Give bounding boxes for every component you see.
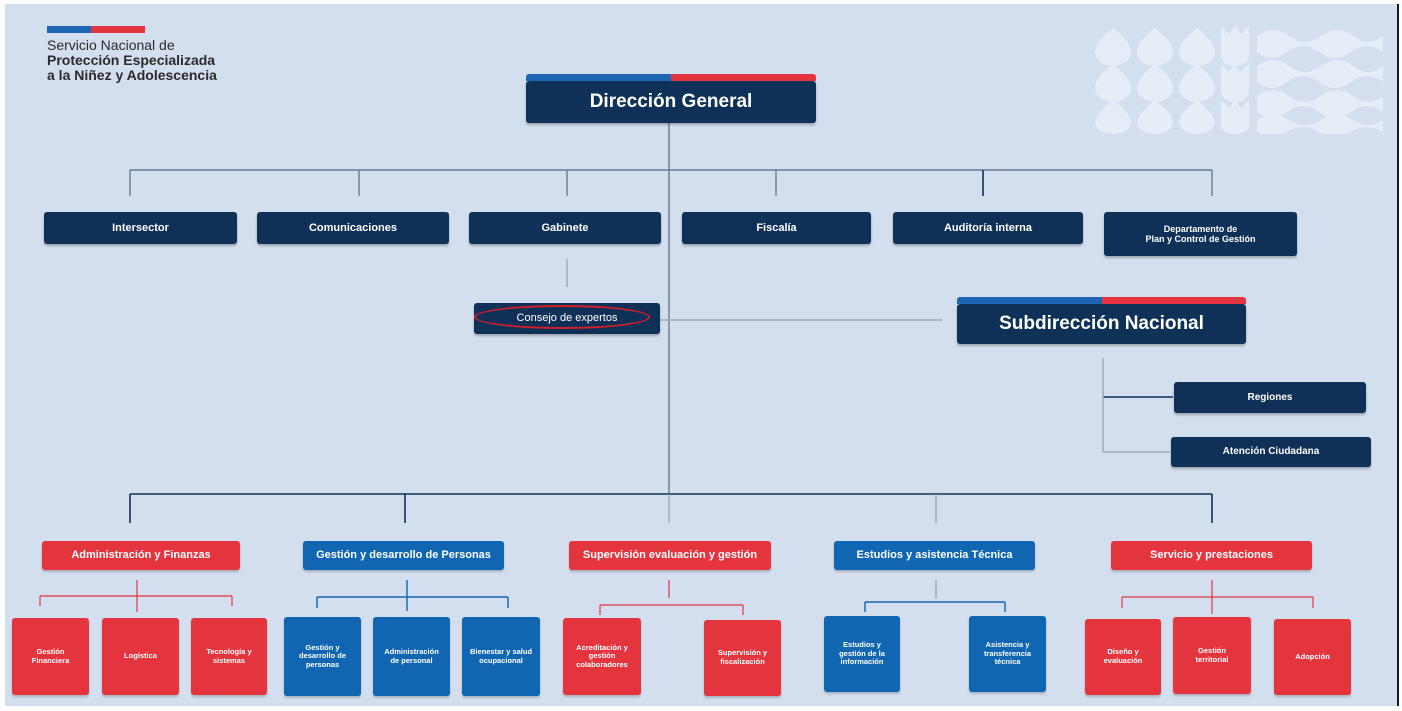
diseno-line-1: Diseño y [1107, 647, 1139, 657]
asistencia-line-2: transferencia [983, 648, 1032, 658]
adopcion-line-1: Adopción [1295, 651, 1330, 661]
estudios-line-2: gestión de la [839, 648, 885, 658]
box-adopcion[interactable]: Adopción [1274, 619, 1351, 695]
logo-line-1: Servicio Nacional de [47, 37, 175, 53]
box-gestion-personas[interactable]: Gestión y desarrollo de Personas [303, 541, 504, 570]
box-regiones[interactable]: Regiones [1174, 382, 1366, 413]
direccion-flag [526, 74, 816, 81]
box-administracion-personal[interactable]: Administración de personal [373, 617, 450, 696]
box-fiscalia[interactable]: Fiscalía [682, 212, 871, 244]
asistencia-line-3: técnica [994, 657, 1021, 667]
box-bienestar-salud[interactable]: Bienestar y salud ocupacional [462, 617, 540, 696]
logo-line-2: Protección Especializada [47, 52, 216, 68]
box-estudios-asistencia[interactable]: Estudios y asistencia Técnica [834, 541, 1035, 570]
logo-line-3: a la Niñez y Adolescencia [47, 67, 217, 83]
logistica-line-1: Logística [124, 651, 157, 661]
box-asistencia-transferencia[interactable]: Asistencia y transferencia técnica [969, 616, 1046, 692]
right-border [1397, 4, 1399, 706]
watermark-pattern-icon [1095, 26, 1383, 134]
gestion-financiera-line-1: Gestión [36, 646, 65, 656]
territorial-line-1: Gestión [1198, 645, 1226, 655]
plan-line-2: Plan y Control de Gestión [1145, 234, 1256, 244]
gdp-line-2: desarrollo de [298, 651, 347, 661]
gestion-financiera-line-2: Financiera [31, 655, 70, 665]
box-supervision-fiscalizacion[interactable]: Supervisión y fiscalización [704, 620, 781, 696]
logo-flag [47, 26, 145, 33]
adm-personal-line-2: de personal [390, 655, 433, 665]
acreditacion-line-3: colaboradores [576, 659, 628, 669]
tecnologia-line-2: sistemas [212, 655, 246, 665]
box-direccion-general[interactable]: Dirección General [526, 81, 816, 123]
box-atencion-ciudadana[interactable]: Atención Ciudadana [1171, 437, 1371, 467]
box-tecnologia-sistemas[interactable]: Tecnología y sistemas [191, 618, 267, 695]
box-auditoria-interna[interactable]: Auditoría interna [893, 212, 1083, 244]
box-gestion-financiera[interactable]: Gestión Financiera [12, 618, 89, 695]
adm-personal-line-1: Administración [384, 646, 439, 656]
plan-line-1: Departamento de [1163, 223, 1238, 234]
gdp-line-1: Gestión y [305, 642, 340, 652]
gdp-line-3: personas [305, 659, 340, 669]
acreditacion-line-1: Acreditación y [576, 642, 628, 652]
box-administracion-finanzas[interactable]: Administración y Finanzas [42, 541, 240, 570]
territorial-line-2: territorial [1195, 654, 1229, 664]
box-comunicaciones[interactable]: Comunicaciones [257, 212, 449, 244]
bienestar-line-2: ocupacional [479, 655, 523, 665]
box-supervision-evaluacion[interactable]: Supervisión evaluación y gestión [569, 541, 771, 570]
box-intersector[interactable]: Intersector [44, 212, 237, 244]
box-logistica[interactable]: Logística [102, 618, 179, 695]
box-plan-control-gestion[interactable]: Departamento de Plan y Control de Gestió… [1104, 212, 1297, 256]
supervision-fisc-line-2: fiscalización [720, 657, 765, 666]
box-gestion-territorial[interactable]: Gestión territorial [1173, 617, 1251, 694]
acreditacion-line-2: gestión [588, 651, 616, 661]
diseno-line-2: evaluación [1103, 656, 1143, 665]
highlight-oval [474, 305, 650, 329]
box-estudios-gestion-informacion[interactable]: Estudios y gestión de la información [824, 616, 900, 692]
bienestar-line-1: Bienestar y salud [469, 646, 533, 656]
subdireccion-flag [957, 297, 1246, 304]
estudios-line-3: información [840, 657, 884, 667]
box-subdireccion-nacional[interactable]: Subdirección Nacional [957, 304, 1246, 344]
logo: Servicio Nacional de Protección Especial… [47, 38, 217, 83]
asistencia-line-1: Asistencia y [985, 640, 1030, 650]
box-acreditacion-colaboradores[interactable]: Acreditación y gestión colaboradores [563, 618, 641, 695]
box-diseno-evaluacion[interactable]: Diseño y evaluación [1085, 619, 1161, 695]
supervision-fisc-line-1: Supervisión y [717, 648, 768, 658]
box-gabinete[interactable]: Gabinete [469, 212, 661, 244]
box-servicio-prestaciones[interactable]: Servicio y prestaciones [1111, 541, 1312, 570]
estudios-line-1: Estudios y [843, 640, 881, 650]
tecnologia-line-1: Tecnología y [206, 646, 252, 656]
box-gestion-desarrollo-personas[interactable]: Gestión y desarrollo de personas [284, 617, 361, 696]
